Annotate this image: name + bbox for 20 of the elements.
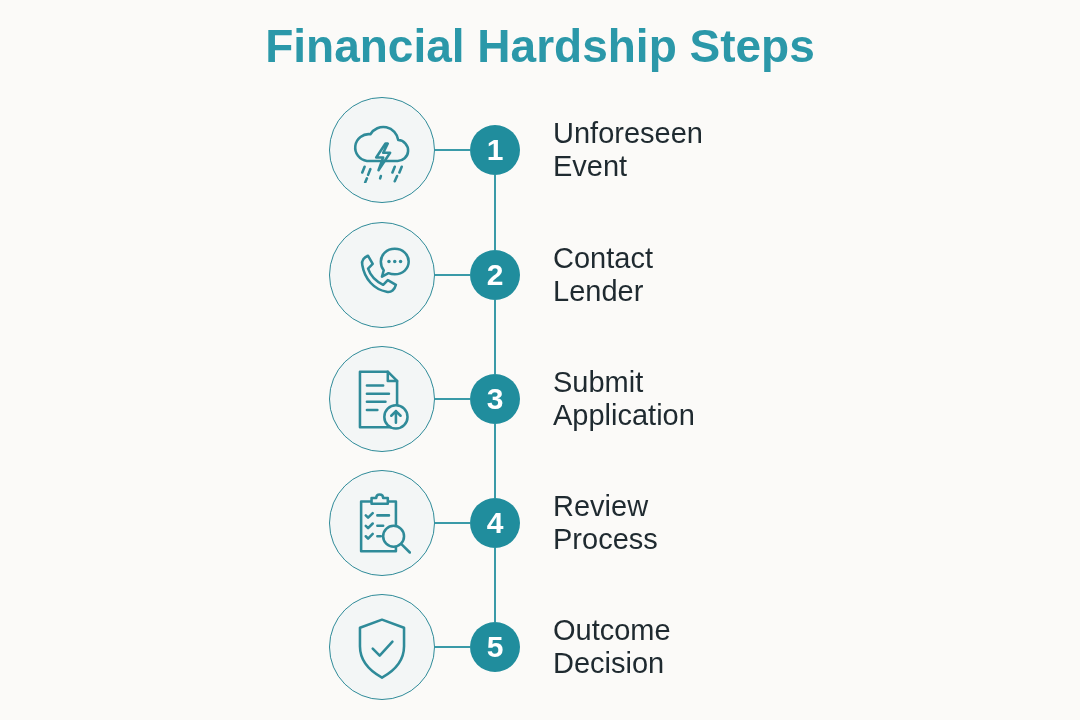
connector-line <box>494 423 496 499</box>
connector-line <box>434 149 471 151</box>
step-label: Submit Application <box>553 366 696 432</box>
connector-line <box>494 299 496 375</box>
title: Financial Hardship Steps <box>265 19 815 74</box>
step-number-badge: 1 <box>470 125 520 175</box>
step-number-badge: 3 <box>470 374 520 424</box>
step-number-badge: 2 <box>470 250 520 300</box>
connector-line <box>494 547 496 623</box>
step-label: Unforeseen Event <box>553 117 704 183</box>
step-label: Contact Lender <box>553 242 654 308</box>
step-number-badge: 5 <box>470 622 520 672</box>
connector-line <box>494 174 496 251</box>
connector-line <box>434 646 471 648</box>
connector-line <box>434 274 471 276</box>
connector-line <box>434 398 471 400</box>
connector-line <box>434 522 471 524</box>
step-label: Outcome Decision <box>553 614 672 680</box>
step-number-badge: 4 <box>470 498 520 548</box>
step-label: Review Process <box>553 490 659 556</box>
